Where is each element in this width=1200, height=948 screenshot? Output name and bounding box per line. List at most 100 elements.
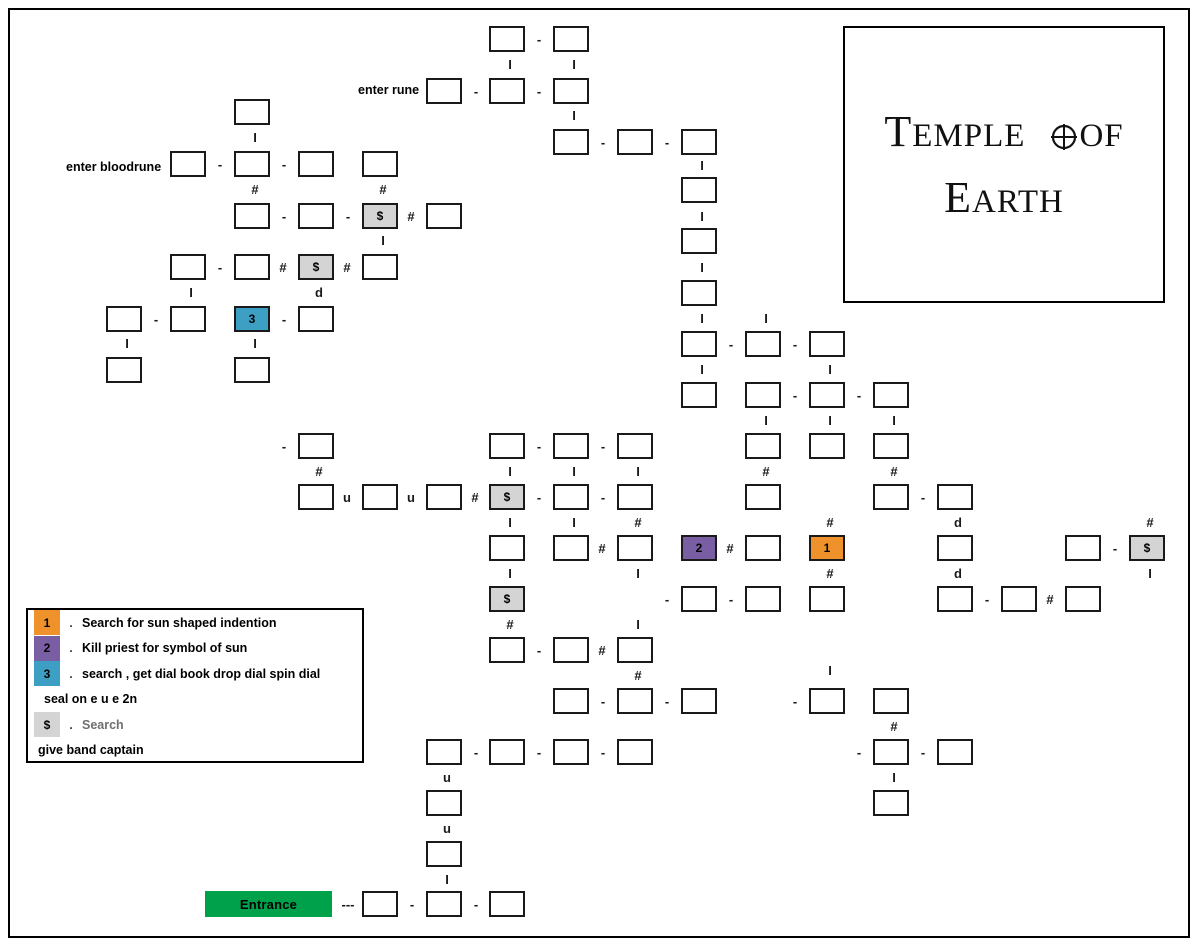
connector-horizontal: - bbox=[217, 259, 223, 275]
room-node bbox=[681, 228, 717, 254]
connector-vertical: I bbox=[828, 662, 832, 678]
connector-vertical: I bbox=[253, 335, 257, 351]
connector-vertical: I bbox=[508, 565, 512, 581]
title-box: TEMPLE OF EARTH bbox=[843, 26, 1165, 303]
room-node-marked-2: 2 bbox=[681, 535, 717, 561]
room-node bbox=[937, 739, 973, 765]
legend-swatch-2: 2 bbox=[34, 635, 60, 661]
room-node bbox=[617, 535, 653, 561]
connector-horizontal: - bbox=[728, 336, 734, 352]
connector-horizontal: - bbox=[473, 896, 479, 912]
connector-horizontal: - bbox=[728, 591, 734, 607]
connector-vertical: I bbox=[445, 871, 449, 887]
connector-vertical: I bbox=[1148, 565, 1152, 581]
room-node bbox=[681, 331, 717, 357]
legend-row-3: 3 . search , get dial book drop dial spi… bbox=[28, 661, 362, 687]
connector-vertical: I bbox=[700, 208, 704, 224]
room-node bbox=[489, 535, 525, 561]
connector-vertical: I bbox=[125, 335, 129, 351]
room-node bbox=[553, 484, 589, 510]
label-enter-bloodrune: enter bloodrune bbox=[66, 160, 162, 174]
room-node bbox=[362, 151, 398, 177]
room-node bbox=[553, 26, 589, 52]
connector-horizontal: - bbox=[536, 83, 542, 99]
connector-horizontal: - bbox=[409, 896, 415, 912]
connector-horizontal: - bbox=[856, 387, 862, 403]
connector-horizontal: - bbox=[600, 134, 606, 150]
room-node bbox=[617, 484, 653, 510]
connector-hash: # bbox=[1046, 591, 1054, 607]
room-node bbox=[617, 433, 653, 459]
room-node-shop: $ bbox=[489, 484, 525, 510]
room-node-shop: $ bbox=[489, 586, 525, 612]
connector-vertical: I bbox=[700, 361, 704, 377]
connector-horizontal: - bbox=[536, 31, 542, 47]
room-node bbox=[809, 586, 845, 612]
entrance-marker: Entrance bbox=[205, 891, 332, 917]
connector-horizontal: - bbox=[473, 744, 479, 760]
connector-vertical: I bbox=[253, 129, 257, 145]
room-node bbox=[106, 306, 142, 332]
room-node bbox=[745, 484, 781, 510]
connector-vertical: I bbox=[381, 232, 385, 248]
connector-hash: # bbox=[890, 718, 898, 734]
connector-horizontal: - bbox=[664, 693, 670, 709]
connector-horizontal: - bbox=[856, 744, 862, 760]
connector-vertical: I bbox=[636, 565, 640, 581]
title-line-temple-of: TEMPLE OF bbox=[884, 110, 1123, 154]
room-node bbox=[426, 203, 462, 229]
legend-row-1: 1 . Search for sun shaped indention bbox=[28, 610, 362, 636]
title-cap-e: E bbox=[944, 173, 973, 222]
connector-horizontal: - bbox=[281, 438, 287, 454]
connector-hash: # bbox=[890, 463, 898, 479]
room-node bbox=[553, 78, 589, 104]
room-node bbox=[873, 739, 909, 765]
connector-horizontal: - bbox=[600, 744, 606, 760]
room-node bbox=[873, 433, 909, 459]
title-line-earth: EARTH bbox=[944, 176, 1064, 220]
room-node-marked-3: 3 bbox=[234, 306, 270, 332]
connector-horizontal: - bbox=[920, 489, 926, 505]
room-node bbox=[937, 484, 973, 510]
room-node-shop: $ bbox=[1129, 535, 1165, 561]
room-node bbox=[489, 637, 525, 663]
room-node bbox=[298, 203, 334, 229]
connector-vertical: I bbox=[828, 361, 832, 377]
room-node bbox=[426, 739, 462, 765]
room-node bbox=[489, 891, 525, 917]
room-node bbox=[809, 331, 845, 357]
connector-horizontal: - bbox=[536, 642, 542, 658]
connector-horizontal: - bbox=[792, 693, 798, 709]
legend-dot-3: . bbox=[69, 666, 73, 681]
connector-vertical: I bbox=[636, 616, 640, 632]
connector-horizontal: - bbox=[536, 489, 542, 505]
room-node bbox=[873, 790, 909, 816]
legend-note-band: give band captain bbox=[38, 743, 144, 758]
connector-horizontal: - bbox=[536, 744, 542, 760]
connector-horizontal: - bbox=[345, 208, 351, 224]
room-node bbox=[681, 129, 717, 155]
legend-row-2: 2 . Kill priest for symbol of sun bbox=[28, 635, 362, 662]
connector-horizontal: - bbox=[984, 591, 990, 607]
connector-horizontal: - bbox=[281, 311, 287, 327]
connector-vertical: I bbox=[700, 310, 704, 326]
room-node bbox=[745, 586, 781, 612]
room-node bbox=[553, 433, 589, 459]
connector-hash: # bbox=[1146, 514, 1154, 530]
connector-hash: # bbox=[634, 514, 642, 530]
room-node bbox=[234, 357, 270, 383]
room-node bbox=[745, 331, 781, 357]
connector-horizontal: - bbox=[600, 438, 606, 454]
connector-horizontal: - bbox=[600, 693, 606, 709]
connector-horizontal: - bbox=[217, 156, 223, 172]
title-rest-emple: EMPLE bbox=[912, 118, 1026, 154]
connector-horizontal: - bbox=[281, 208, 287, 224]
room-node bbox=[426, 78, 462, 104]
label-enter-rune: enter rune bbox=[358, 83, 420, 97]
connector-up: u bbox=[407, 489, 415, 505]
room-node bbox=[489, 78, 525, 104]
room-node bbox=[298, 484, 334, 510]
room-node bbox=[681, 280, 717, 306]
room-node bbox=[745, 433, 781, 459]
room-node bbox=[681, 382, 717, 408]
